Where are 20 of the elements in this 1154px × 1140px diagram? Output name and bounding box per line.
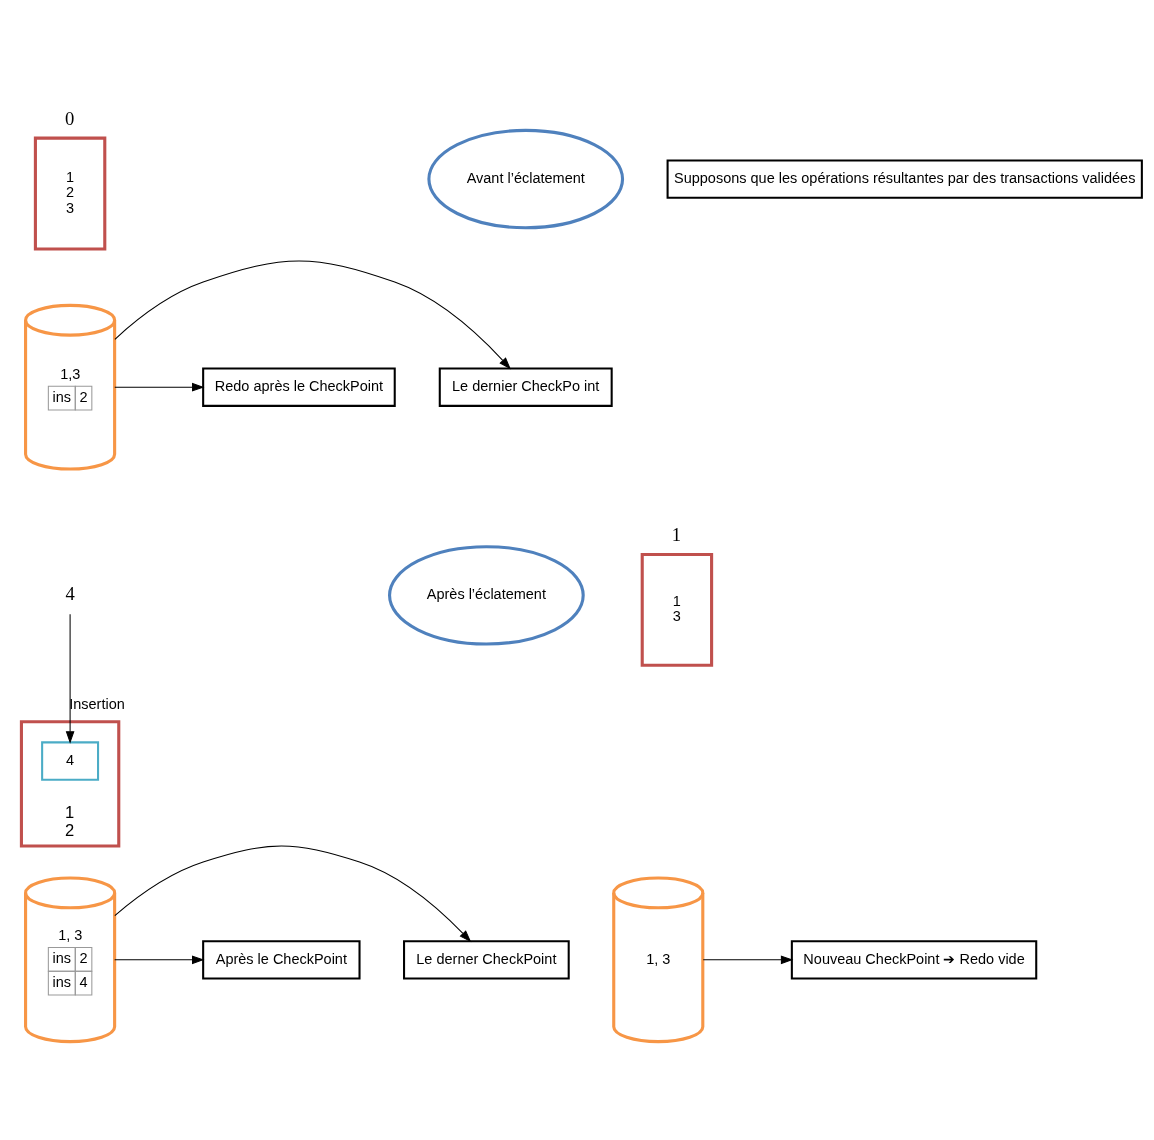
- node-box: 1 3: [640, 552, 713, 667]
- arrow: [113, 844, 471, 942]
- arrow: [113, 955, 204, 964]
- arrow: [113, 260, 511, 369]
- node-box: Supposons que les opérations résultantes par des transactions validées: [666, 158, 1143, 199]
- node-box: Nouveau CheckPoint ➔ Redo vide: [790, 939, 1037, 980]
- node-text: 4: [64, 582, 75, 604]
- node-label: 0: [64, 107, 74, 129]
- node-box: Redo après le CheckPoint: [201, 367, 396, 407]
- node-ellipse: Avant l’éclatement: [426, 128, 624, 229]
- node-box: Après le CheckPoint: [201, 939, 361, 980]
- node-label: 1: [671, 523, 681, 545]
- node-ellipse: Après l’éclatement: [387, 544, 585, 646]
- arrow: [702, 955, 793, 964]
- node-box: Le derner CheckPoint: [402, 939, 570, 980]
- arrow: [113, 382, 204, 392]
- node-box: Le dernier CheckPo int: [438, 367, 613, 407]
- arrow: [65, 613, 74, 744]
- node-box: 1 2 3: [33, 136, 106, 251]
- node-box: 4: [40, 740, 99, 781]
